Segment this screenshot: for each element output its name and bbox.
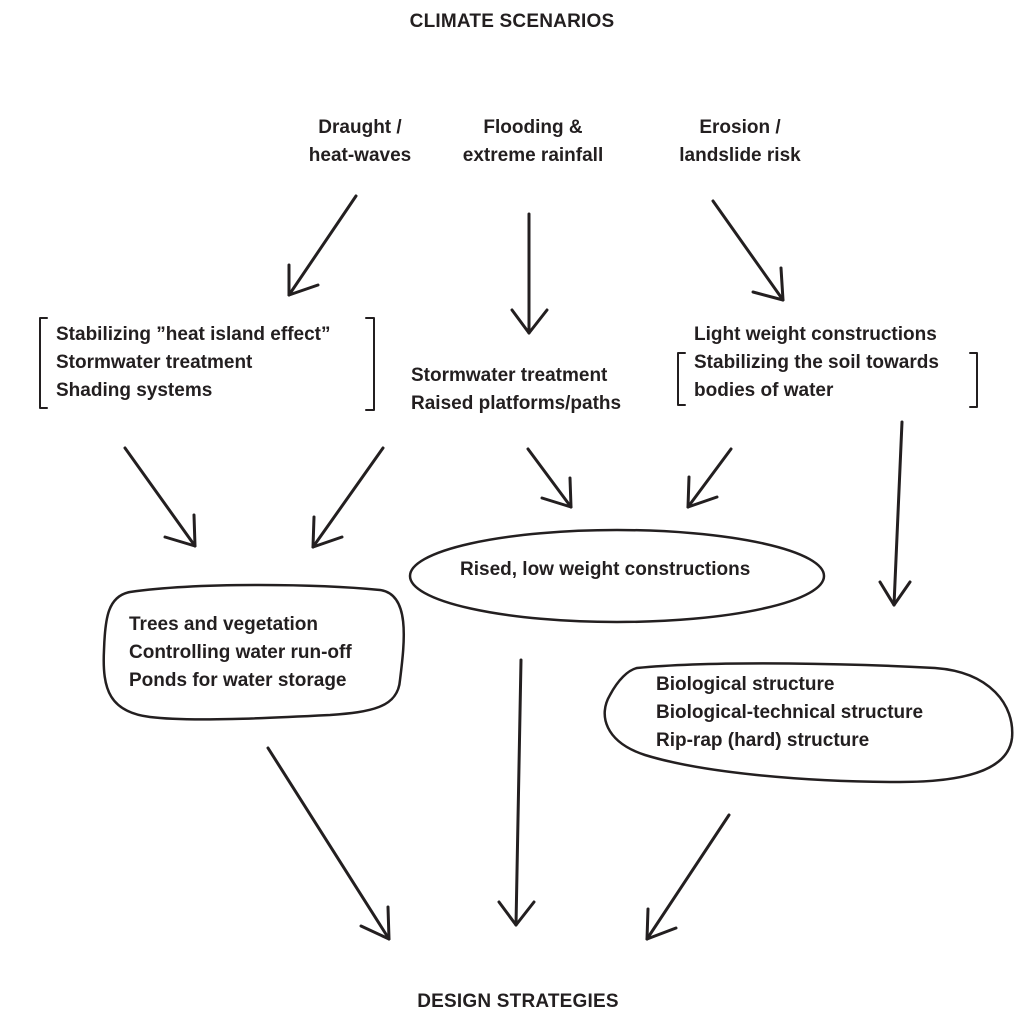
measures-right: Light weight constructions Stabilizing t… [694,321,939,405]
arrow-draught-to-measures [287,194,358,297]
arrow-trees-to-design [266,746,391,941]
scenario-draught-line-1: Draught / [318,117,402,138]
strategy-trees-item: Controlling water run-off [129,642,352,663]
arrow-rised-to-design [497,658,536,927]
scenario-erosion-line-2: landslide risk [679,145,801,166]
measure-left-item: Shading systems [56,380,213,401]
measure-left-item: Stormwater treatment [56,352,253,373]
scenario-flooding-line-1: Flooding & [483,117,583,138]
scenario-erosion: Erosion / landslide risk [650,114,830,170]
strategy-trees-item: Trees and vegetation [129,614,319,635]
bracket-right-measures [677,352,978,408]
strategy-rised: Rised, low weight constructions [460,556,750,584]
bracket-left-measures [39,317,375,411]
measure-left-item: Stabilizing ”heat island effect” [56,324,331,345]
arrow-flooding-to-measures [510,212,549,335]
strategy-biological-item: Rip-rap (hard) structure [656,730,870,751]
arrow-erosion-to-measures [711,199,785,302]
strategy-biological: Biological structure Biological-technica… [656,671,923,755]
arrow-left-measures-to-trees-a [123,446,197,548]
measure-middle-item: Stormwater treatment [411,365,608,386]
top-title: CLIMATE SCENARIOS [409,11,615,32]
blob-trees-outline [102,583,406,721]
measure-right-item: Light weight constructions [694,324,937,345]
strategy-biological-item: Biological structure [656,674,835,695]
measures-middle: Stormwater treatment Raised platforms/pa… [411,362,621,418]
measure-middle-item: Raised platforms/paths [411,393,622,414]
measure-right-item: Stabilizing the soil towards [694,352,939,373]
strategy-trees: Trees and vegetation Controlling water r… [129,611,352,695]
strategy-trees-item: Ponds for water storage [129,670,347,691]
strategy-rised-item: Rised, low weight constructions [460,559,751,580]
arrow-left-measures-to-trees-b [311,446,385,549]
scenario-flooding: Flooding & extreme rainfall [433,114,633,170]
bottom-title: DESIGN STRATEGIES [417,991,619,1012]
arrow-biological-to-design [645,813,731,941]
scenario-draught-line-2: heat-waves [308,145,412,166]
arrow-middle-measures-to-rised [526,447,573,509]
measure-right-item: bodies of water [694,380,834,401]
arrow-right-measures-to-biological [878,420,912,607]
scenario-flooding-line-2: extreme rainfall [462,145,604,166]
scenario-draught: Draught / heat-waves [270,114,450,170]
measures-left: Stabilizing ”heat island effect” Stormwa… [56,321,331,405]
blob-biological-outline [603,662,1014,784]
scenario-erosion-line-1: Erosion / [699,117,781,138]
arrow-right-measures-to-rised [686,447,733,509]
strategy-biological-item: Biological-technical structure [656,702,924,723]
ellipse-rised-outline [408,528,826,624]
